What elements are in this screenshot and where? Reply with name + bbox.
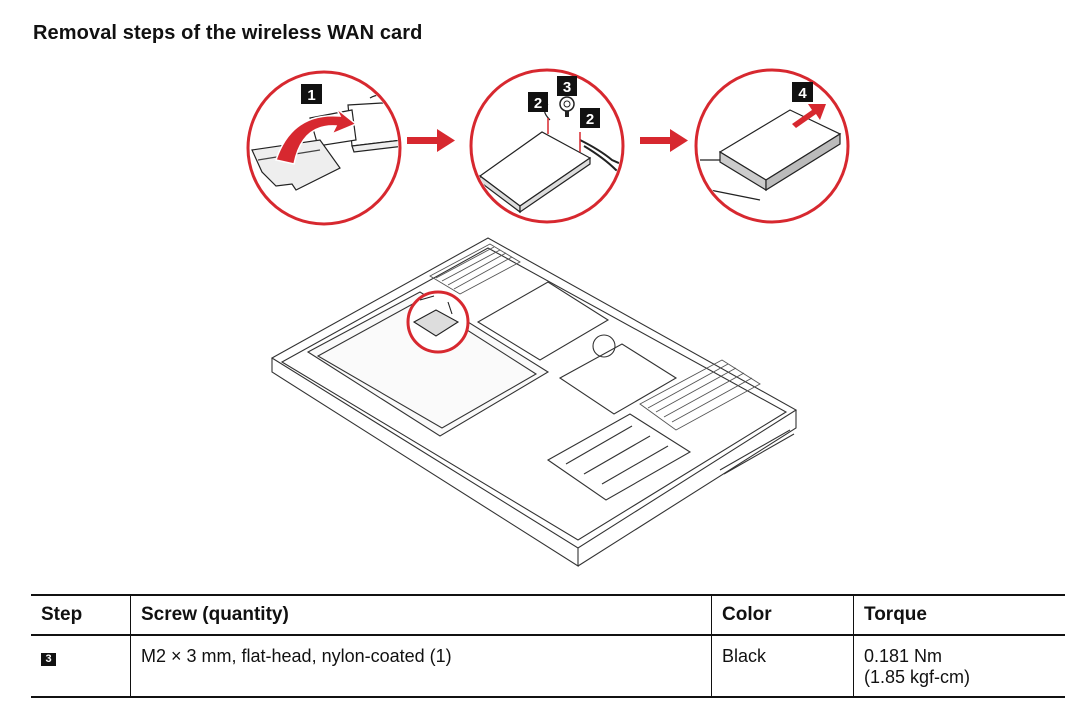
table-row: 3 M2 × 3 mm, flat-head, nylon-coated (1)… [31,635,1065,697]
step-badge: 3 [41,653,56,666]
flip-arrow-icon [275,107,358,165]
cell-step: 3 [31,635,131,697]
callout-3: 3 [563,79,571,96]
callout-1: 1 [307,87,315,104]
header-screw: Screw (quantity) [130,595,712,635]
removal-illustration: 1 2 3 2 [246,68,850,567]
callout-4: 4 [798,85,807,102]
table-header-row: Step Screw (quantity) Color Torque [31,595,1065,635]
step4-detail: 4 [694,68,850,224]
callout-2b: 2 [586,111,594,128]
cell-torque: 0.181 Nm (1.85 kgf-cm) [853,635,1065,697]
page-title: Removal steps of the wireless WAN card [33,22,423,44]
laptop-bottom-view [270,237,798,567]
arrow-right-icon [640,129,688,152]
arrow-right-icon [407,129,455,152]
torque-value: 0.181 Nm [864,646,943,666]
header-step: Step [31,595,131,635]
cell-screw: M2 × 3 mm, flat-head, nylon-coated (1) [130,635,712,697]
header-color: Color [711,595,854,635]
step1-detail: 1 [246,70,402,226]
screw-spec-table: Step Screw (quantity) Color Torque 3 M2 … [31,594,1065,698]
header-torque: Torque [853,595,1065,635]
step2-3-detail: 2 3 2 [469,68,625,224]
torque-value-alt: (1.85 kgf-cm) [864,667,971,687]
cell-color: Black [711,635,854,697]
screw-icon [559,96,575,117]
callout-2a: 2 [534,95,542,112]
lift-arrow-icon [792,104,826,128]
